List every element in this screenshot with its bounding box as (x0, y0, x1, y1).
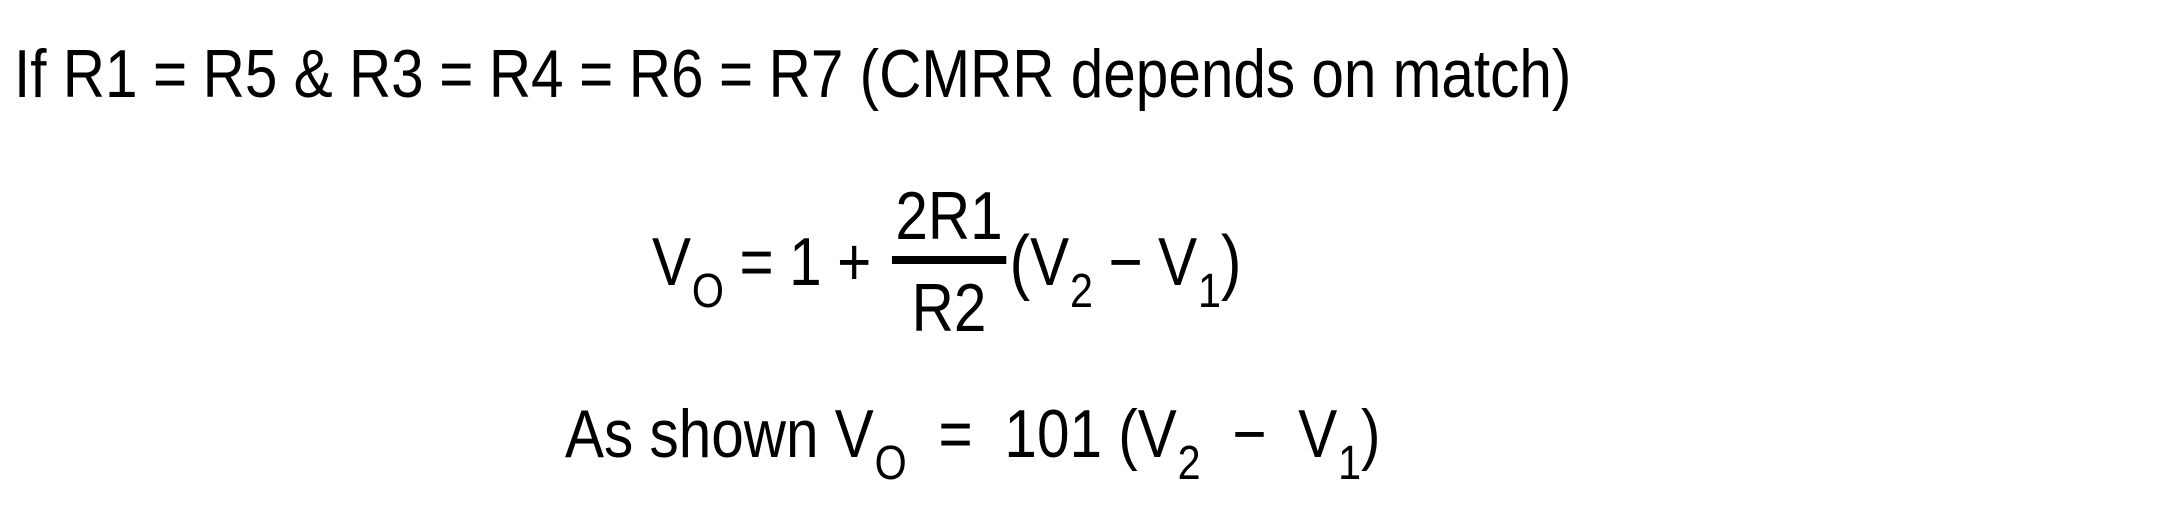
fraction-bar (891, 256, 1007, 264)
gain-equation: VO = 1 + 2R1 R2 (V2 − V1) (652, 162, 1242, 362)
fraction-numerator: 2R1 (895, 178, 1003, 254)
v1-subscript: 1 (1197, 265, 1221, 318)
v1-symbol: V1 (1298, 396, 1362, 490)
term-r6: R6 (628, 36, 704, 112)
vo-subscript: O (691, 265, 724, 318)
gain-value: 101 (1004, 396, 1103, 472)
minus-sign: − (1108, 224, 1143, 300)
term-r4: R4 (488, 36, 564, 112)
v2-subscript: 2 (1177, 437, 1201, 490)
v2-symbol: V2 (1030, 224, 1093, 318)
vo-symbol: VO (652, 224, 724, 318)
vo-symbol: VO (834, 396, 907, 490)
condition-prefix: If (14, 36, 47, 112)
equals-sign: = (938, 396, 973, 472)
plus-sign: + (837, 224, 872, 300)
vo-subscript: O (874, 437, 907, 490)
cmrr-note: (CMRR depends on match) (859, 36, 1572, 112)
close-paren: ) (1220, 222, 1242, 302)
result-prefix: As shown (565, 396, 819, 472)
condition-line: If R1=R5 & R3=R4=R6=R7 (CMRR depends on … (14, 40, 1571, 108)
open-paren: ( (1009, 222, 1031, 302)
term-r5: R5 (202, 36, 278, 112)
open-paren: ( (1118, 396, 1138, 472)
v2-subscript: 2 (1070, 265, 1093, 318)
equals-sign: = (739, 224, 774, 300)
minus-sign: − (1232, 396, 1267, 472)
close-paren: ) (1361, 396, 1381, 472)
v2-symbol: V2 (1137, 396, 1201, 490)
constant-one: 1 (789, 224, 822, 300)
result-line: As shown VO = 101 (V2 − V1) (565, 396, 1381, 488)
equals-sign: = (718, 36, 754, 112)
equals-sign: = (579, 36, 614, 112)
v1-symbol: V1 (1158, 224, 1221, 318)
equals-sign: = (439, 36, 474, 112)
term-r1: R1 (62, 36, 138, 112)
term-r3: R3 (348, 36, 424, 112)
equals-sign: = (153, 36, 188, 112)
fraction-denominator: R2 (911, 270, 987, 346)
term-r7: R7 (768, 36, 844, 112)
v1-subscript: 1 (1338, 437, 1362, 490)
gain-fraction: 2R1 R2 (891, 178, 1007, 346)
and-symbol: & (293, 36, 333, 112)
